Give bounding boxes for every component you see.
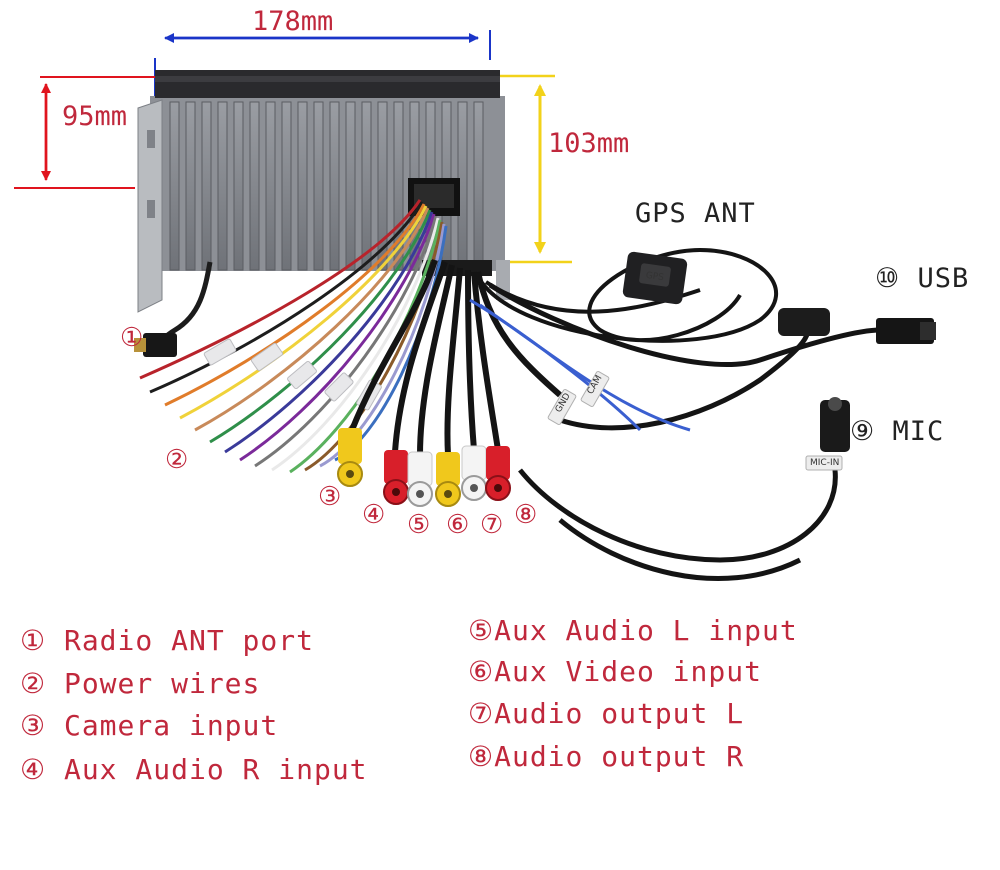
width-dimension-label: 178mm [252,6,334,37]
rca-connector-out-l [461,445,487,501]
legend-item-camera-input: ③ Camera input [20,709,279,742]
rca-connector-out-r [485,446,511,501]
callout-aux-video: ⑥ [446,510,470,540]
rca-connector-camera [337,428,363,487]
usb-cable [488,282,936,431]
callout-aux-audio-r: ④ [362,500,386,530]
rca-connector-aux-r [383,450,409,505]
dimension-back-height [500,74,572,264]
rca-connector-aux-video [435,452,461,507]
usb-callout: ⑩ USB [875,263,970,294]
dimension-front-height [14,76,155,189]
legend-item-aux-audio-r: ④ Aux Audio R input [20,753,368,786]
callout-camera-input: ③ [318,482,342,512]
legend-item-audio-out-l: ⑦Audio output L [468,697,745,730]
legend-item-power-wires: ② Power wires [20,667,261,700]
radio-ant-cable [134,261,213,357]
rca-connector-aux-l [407,451,433,507]
gps-antenna: GPS [478,247,778,343]
legend-item-radio-ant: ① Radio ANT port [20,624,314,657]
callout-radio-ant: ① [120,323,144,353]
gnd-wires [469,298,691,432]
mic-callout: ⑨ MIC [850,416,945,447]
front-height-dimension-label: 95mm [62,101,128,132]
rca-leads [349,259,562,456]
mic-cable-tag: MIC-IN [810,458,840,468]
back-height-dimension-label: 103mm [548,128,630,159]
callout-audio-out-l: ⑦ [480,510,504,540]
callout-aux-audio-l: ⑤ [407,510,431,540]
legend-item-aux-audio-l: ⑤Aux Audio L input [468,614,798,647]
gps-ant-callout: GPS ANT [635,198,756,229]
callout-power-wires: ② [165,445,189,475]
svg-text:GPS: GPS [645,271,665,283]
head-unit-chassis [137,70,510,313]
callout-audio-out-r: ⑧ [514,500,538,530]
legend-item-audio-out-r: ⑧Audio output R [468,740,745,773]
legend-item-aux-video: ⑥Aux Video input [468,655,762,688]
mic-cable [518,397,850,581]
